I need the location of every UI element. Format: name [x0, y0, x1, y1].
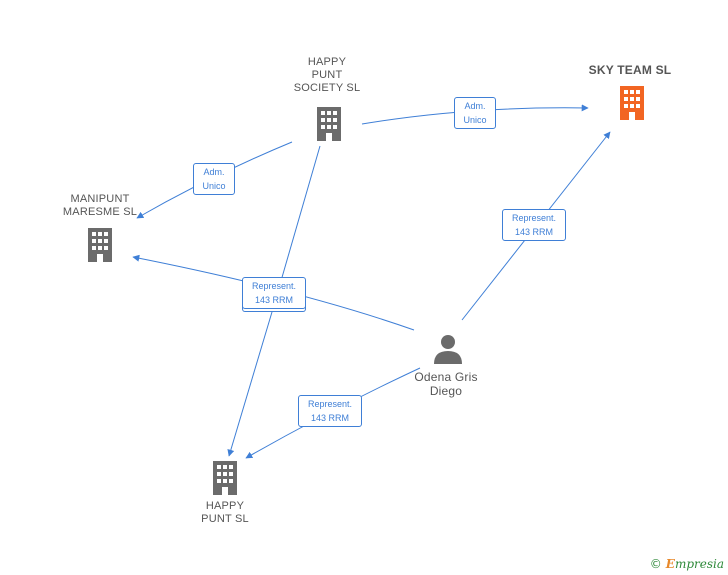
- node-label-manipunt-maresme: MANIPUNT MARESME SL: [62, 193, 138, 218]
- brand-logo-initial: E: [665, 557, 675, 571]
- person-icon[interactable]: [432, 333, 464, 365]
- edge-label-represent-happypunt: Represent. 143 RRM: [298, 395, 362, 427]
- edge-label-represent-manipunt: Represent. 143 RRM: [242, 277, 306, 309]
- copyright-symbol: ©: [649, 557, 662, 571]
- edge-label-adm-unico-manipunt: Adm. Unico: [193, 163, 235, 195]
- building-icon[interactable]: [209, 459, 241, 495]
- building-icon-highlight[interactable]: [616, 84, 648, 120]
- edge-to-happypunt: [227, 311, 273, 457]
- edge-label-represent-sky: Represent. 143 RRM: [502, 209, 566, 241]
- brand-logo-text: mpresia: [674, 557, 724, 571]
- edge-label-adm-unico-sky: Adm. Unico: [454, 97, 496, 129]
- brand-footer: ©Empresia: [650, 557, 724, 571]
- node-label-odena-gris: Odena Gris Diego: [414, 370, 478, 398]
- node-label-happy-punt: HAPPY PUNT SL: [201, 500, 249, 525]
- building-icon[interactable]: [313, 105, 345, 141]
- node-label-happy-punt-society: HAPPY PUNT SOCIETY SL: [293, 56, 361, 94]
- building-icon[interactable]: [84, 226, 116, 262]
- node-label-sky-team: SKY TEAM SL: [588, 63, 672, 77]
